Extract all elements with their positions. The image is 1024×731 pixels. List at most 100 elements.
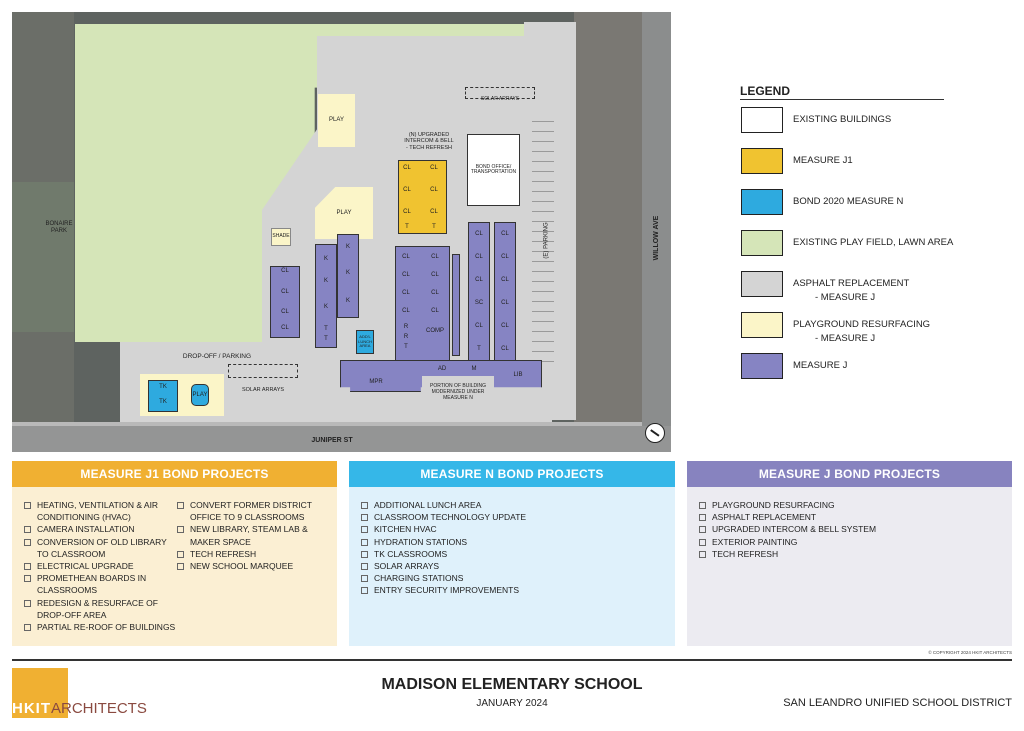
solar-array-bottom-label: SOLAR ARRAYS [241,387,285,393]
intercom-note: (N) UPGRADED INTERCOM & BELL - TECH REFR… [404,132,454,151]
legend-label: MEASURE J [793,360,848,371]
room-label-mpr: MPR [369,379,383,385]
district-name: SAN LEANDRO UNIFIED SCHOOL DISTRICT [783,697,1012,709]
list-item: TECH REFRESH [699,548,999,560]
room-label: CL [281,325,289,331]
bonaire-park-label: BONAIRE PARK [45,221,73,234]
solar-array-top [465,87,535,99]
room-label: CL [402,308,410,314]
list-item: ADDITIONAL LUNCH AREA [361,499,661,511]
room-label: R [403,324,409,330]
room-label: K [345,244,350,250]
list-item: CLASSROOM TECHNOLOGY UPDATE [361,511,661,523]
room-label: CL [403,187,411,193]
portion-modernized-area [422,376,494,406]
room-label: CL [431,272,439,278]
north-arrow-icon [645,423,665,443]
willow-ave-road [642,12,671,452]
room-label: CL [431,308,439,314]
footer-divider [12,659,1012,661]
addl-lunch-area: ADD'L LUNCH AREA [356,330,374,354]
legend-label: PLAYGROUND RESURFACING [793,319,931,330]
room-label: CL [475,323,483,329]
site-plan-map: PLAY PLAY SHADE SOLAR ARRAYS SOLAR ARRAY… [12,12,671,452]
list-item: TK CLASSROOMS [361,548,661,560]
list-item: HEATING, VENTILATION & AIR CONDITIONING … [24,499,184,523]
room-label: K [323,256,328,262]
room-label: CL [430,165,438,171]
list-item: REDESIGN & RESURFACE OF DROP-OFF AREA [24,597,184,621]
room-label: CL [281,309,289,315]
legend-swatch-play-field [741,230,783,256]
room-label: CL [501,254,509,260]
legend-divider [740,99,944,100]
room-label: T [432,224,436,230]
room-label: K [345,298,350,304]
list-item: ENTRY SECURITY IMPROVEMENTS [361,584,661,596]
legend-swatch-playground [741,312,783,338]
j-list: PLAYGROUND RESURFACING ASPHALT REPLACEME… [699,499,999,560]
measure-n-panel: MEASURE N BOND PROJECTS ADDITIONAL LUNCH… [349,461,675,646]
tk-play-area: PLAY [191,384,209,406]
room-label: T [405,224,409,230]
building-cl-west [270,266,300,338]
panel-title: MEASURE J BOND PROJECTS [687,461,1012,487]
legend-swatch-measure-j [741,353,783,379]
parking-label: (E) PARKING [543,222,550,259]
measure-j-panel: MEASURE J BOND PROJECTS PLAYGROUND RESUR… [687,461,1012,646]
building-east-2 [494,222,516,362]
list-item: NEW LIBRARY, STEAM LAB & MAKER SPACE [177,523,332,547]
building-east-1 [468,222,490,362]
measure-j1-classrooms [398,160,447,234]
portion-note: PORTION OF BUILDING MODERNIZED UNDER MEA… [429,383,487,401]
room-label: CL [430,187,438,193]
list-item: CONVERSION OF OLD LIBRARY TO CLASSROOM [24,536,184,560]
room-label: T [324,336,328,342]
room-label: CL [402,254,410,260]
dropoff-label: DROP-OFF / PARKING [182,353,252,360]
parking-stripes [532,112,554,362]
legend-label: EXISTING BUILDINGS [793,114,892,125]
list-item: PROMETHEAN BOARDS IN CLASSROOMS [24,572,184,596]
hkit-logo-text: HKITARCHITECTS [12,700,147,718]
legend-label: EXISTING PLAY FIELD, LAWN AREA [793,237,954,248]
room-label: CL [475,277,483,283]
room-label-ad: AD [437,366,447,372]
room-label: T [324,326,328,332]
legend-label-sub: - MEASURE J [815,292,876,303]
room-label-tk: TK [159,399,167,405]
play-area-top: PLAY [318,94,355,147]
room-label: CL [281,289,289,295]
legend-swatch-measure-j1 [741,148,783,174]
legend-label: ASPHALT REPLACEMENT [793,278,910,289]
room-label-sc: SC [474,300,484,306]
room-label: CL [501,277,509,283]
plan-date: JANUARY 2024 [476,698,548,709]
list-item: ASPHALT REPLACEMENT [699,511,999,523]
room-label: CL [501,346,509,352]
room-label: T [404,344,408,350]
building-k-wing-1 [315,244,337,348]
room-label: CL [475,231,483,237]
juniper-st-road [12,426,671,452]
willow-ave-label: WILLOW AVE [652,215,660,261]
shade-structure: SHADE [271,228,291,246]
bonaire-park-area [12,182,74,332]
room-label: CL [402,272,410,278]
room-label: CL [403,165,411,171]
tk-classrooms [148,380,178,412]
panel-title: MEASURE N BOND PROJECTS [349,461,675,487]
room-label: CL [501,323,509,329]
room-label: K [323,304,328,310]
room-label: T [477,346,481,352]
list-item: PARTIAL RE-ROOF OF BUILDINGS [24,621,184,633]
list-item: NEW SCHOOL MARQUEE [177,560,332,572]
list-item: CONVERT FORMER DISTRICT OFFICE TO 9 CLAS… [177,499,332,523]
building-k-wing-2 [337,234,359,318]
legend-swatch-existing-buildings [741,107,783,133]
hkit-logo [12,668,68,718]
room-label-lib: LIB [513,372,523,378]
list-item: EXTERIOR PAINTING [699,536,999,548]
room-label-tk: TK [159,384,167,390]
solar-array-bottom [228,364,298,378]
